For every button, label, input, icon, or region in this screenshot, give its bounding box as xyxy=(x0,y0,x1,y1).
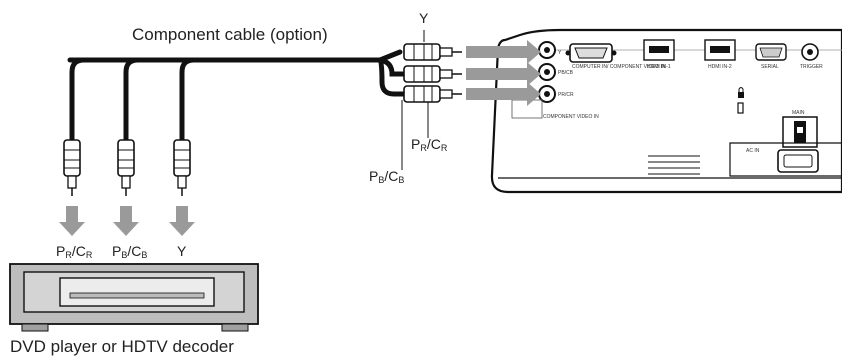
rca-plug-y-left xyxy=(173,139,191,196)
lock-icon xyxy=(737,87,744,114)
source-pr-label: PR/CR xyxy=(56,243,93,260)
plug-pb-label: PB/CB xyxy=(369,168,404,185)
main-power-switch xyxy=(782,116,818,148)
arrows-to-projector xyxy=(466,40,541,106)
rca-plug-pr-left xyxy=(63,139,81,196)
component-cable-bundle xyxy=(67,49,407,143)
rca-plug-pr-right xyxy=(403,85,462,103)
component-jack-y xyxy=(538,41,556,59)
projector-body xyxy=(490,28,842,194)
arrows-to-source xyxy=(59,206,195,236)
plug-pr-label: PR/CR xyxy=(411,136,448,153)
hdmi1-label: HDMI IN-1 xyxy=(647,64,671,70)
computer-in-label: COMPUTER IN/ COMPONENT VIDEO IN xyxy=(572,64,666,70)
jack-label-pr: PR/CR xyxy=(558,92,574,98)
hdmi2-port xyxy=(704,39,736,61)
trigger-port xyxy=(801,43,819,61)
arrow-y-down xyxy=(169,206,195,236)
device-label: DVD player or HDTV decoder xyxy=(10,337,234,356)
dvd-player xyxy=(9,263,259,332)
ac-in-socket xyxy=(729,142,842,177)
plug-y-label: Y xyxy=(419,10,429,26)
arrow-y-to-projector xyxy=(466,40,541,64)
cable-label: Component cable (option) xyxy=(132,25,328,44)
component-video-in-label: COMPONENT VIDEO IN xyxy=(543,114,599,120)
source-y-label: Y xyxy=(177,243,187,259)
arrow-pr-to-projector xyxy=(466,82,541,106)
serial-label: SERIAL xyxy=(761,64,779,70)
rca-plug-y-right xyxy=(403,43,462,61)
arrow-pb-to-projector xyxy=(466,62,541,86)
component-jack-pb xyxy=(538,63,556,81)
ac-in-label: AC IN xyxy=(746,148,760,154)
computer-in-port xyxy=(565,43,617,63)
rca-plug-pb-right xyxy=(403,65,462,83)
vent-grille xyxy=(648,155,700,175)
arrow-pb-down xyxy=(113,206,139,236)
main-label: MAIN xyxy=(792,110,805,116)
component-jack-pr xyxy=(538,85,556,103)
hdmi2-label: HDMI IN-2 xyxy=(708,64,732,70)
rca-plug-pb-left xyxy=(117,139,135,196)
jack-label-y: Y xyxy=(558,50,562,56)
source-pb-label: PB/CB xyxy=(112,243,147,260)
hdmi1-port xyxy=(643,39,675,61)
arrow-pr-down xyxy=(59,206,85,236)
trigger-label: TRIGGER xyxy=(800,64,823,70)
serial-port xyxy=(755,43,787,61)
jack-label-pb: PB/CB xyxy=(558,70,574,76)
